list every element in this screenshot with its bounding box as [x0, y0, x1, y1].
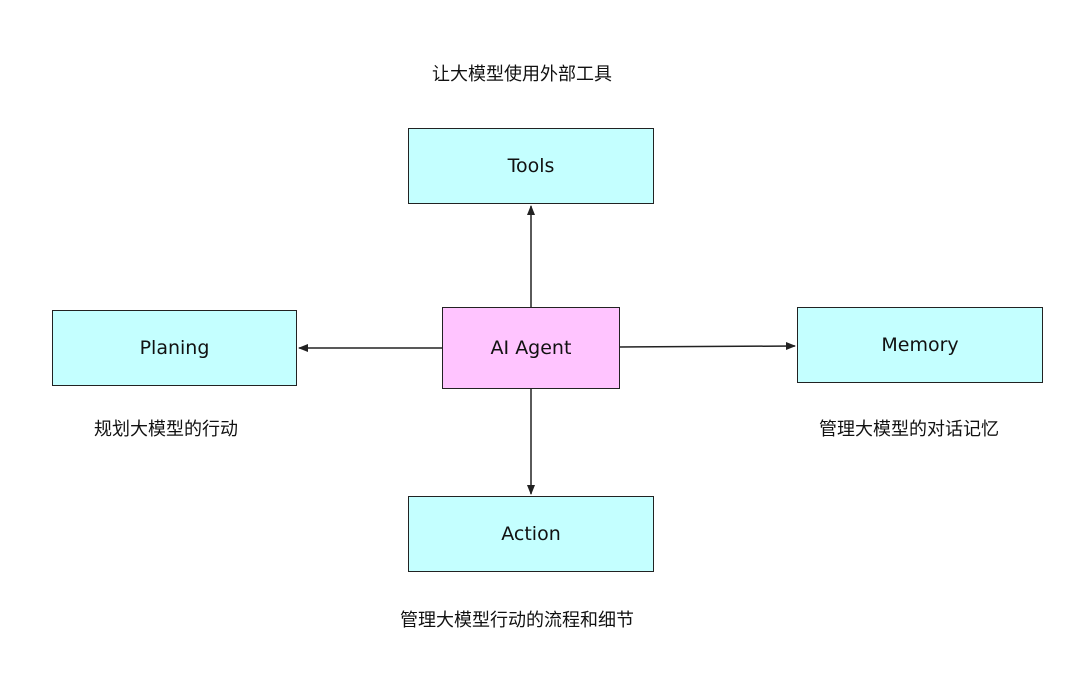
- action-caption: 管理大模型行动的流程和细节: [400, 610, 634, 631]
- ai-agent-node: AI Agent: [442, 307, 620, 389]
- memory-caption: 管理大模型的对话记忆: [819, 419, 999, 440]
- action-node: Action: [408, 496, 654, 572]
- planing-node: Planing: [52, 310, 297, 386]
- tools-caption: 让大模型使用外部工具: [432, 64, 612, 85]
- tools-node: Tools: [408, 128, 654, 204]
- memory-node: Memory: [797, 307, 1043, 383]
- planing-caption: 规划大模型的行动: [94, 419, 238, 440]
- edge-agent-to-memory: [619, 342, 796, 351]
